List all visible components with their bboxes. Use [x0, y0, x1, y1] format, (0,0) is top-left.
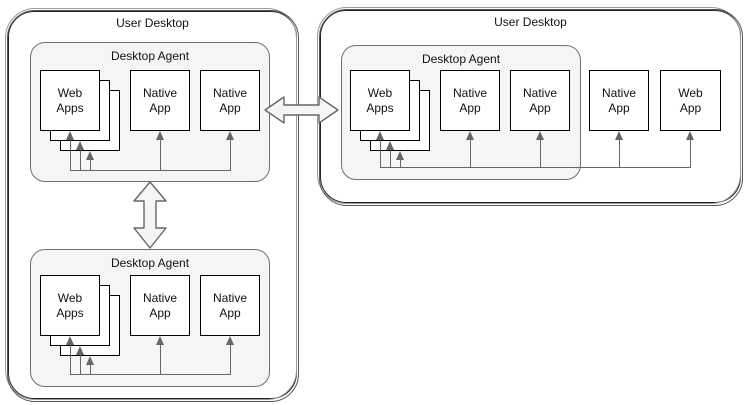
native-app-node: Native App [589, 70, 649, 131]
native-app-node: Native App [510, 70, 570, 131]
connector-line [70, 139, 71, 170]
user-desktop-label: User Desktop [494, 15, 567, 29]
web-app-node: Web App [660, 70, 721, 131]
connector-line [619, 139, 620, 167]
connector-line [390, 149, 391, 167]
connector-line [160, 344, 161, 374]
connector-arrowhead [76, 346, 84, 355]
connector-arrowhead [536, 131, 544, 140]
connector-line [540, 139, 541, 167]
connector-arrowhead [66, 131, 74, 140]
connector-arrowhead [615, 131, 623, 140]
connector-arrowhead [396, 151, 404, 160]
connector-arrowhead [156, 131, 164, 140]
connector-arrowhead [156, 336, 164, 345]
connector-line [230, 344, 231, 374]
native-app-node: Native App [200, 275, 260, 336]
connector-line [90, 159, 91, 170]
bus-line [380, 167, 691, 168]
web-apps-node: Web Apps [40, 70, 100, 131]
connector-arrowhead [226, 131, 234, 140]
native-app-node: Native App [200, 70, 260, 131]
user-desktop-label: User Desktop [116, 16, 189, 30]
connector-arrowhead [86, 356, 94, 365]
connector-line [90, 364, 91, 374]
connector-arrowhead [226, 336, 234, 345]
connector-line [80, 354, 81, 374]
connector-line [690, 139, 691, 167]
bidirectional-arrow-horizontal-icon [264, 96, 339, 124]
connector-line [80, 149, 81, 170]
connector-line [400, 159, 401, 167]
native-app-node: Native App [130, 70, 190, 131]
native-app-node: Native App [440, 70, 500, 131]
desktop-agent-label: Desktop Agent [421, 52, 501, 66]
web-apps-node: Web Apps [40, 275, 100, 336]
bus-line [70, 374, 231, 375]
bus-line [70, 170, 231, 171]
connector-arrowhead [386, 141, 394, 150]
bidirectional-arrow-vertical-icon [133, 181, 167, 249]
connector-arrowhead [376, 131, 384, 140]
desktop-agent-label: Desktop Agent [110, 49, 190, 63]
connector-arrowhead [66, 336, 74, 345]
native-app-node: Native App [130, 275, 190, 336]
connector-arrowhead [466, 131, 474, 140]
connector-arrowhead [86, 151, 94, 160]
connector-arrowhead [76, 141, 84, 150]
connector-arrowhead [686, 131, 694, 140]
connector-line [380, 139, 381, 167]
desktop-agent-label: Desktop Agent [110, 256, 190, 270]
connector-line [70, 344, 71, 374]
web-apps-node: Web Apps [350, 70, 410, 131]
connector-line [230, 139, 231, 170]
connector-line [470, 139, 471, 167]
connector-line [160, 139, 161, 170]
